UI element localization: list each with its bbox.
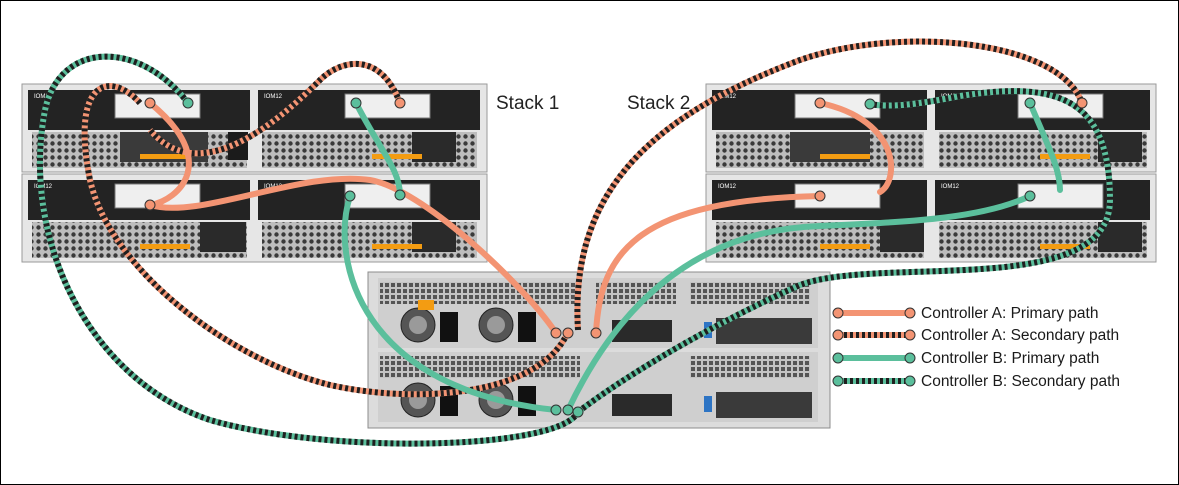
legend-label: Controller A: Primary path xyxy=(921,305,1098,322)
cable-controller-a-secondary xyxy=(81,38,1085,398)
legend-item-b-primary: Controller B: Primary path xyxy=(832,350,1099,367)
legend-item-a-secondary: Controller A: Secondary path xyxy=(832,327,1119,344)
iom-label: IOM12 xyxy=(941,184,960,190)
legend-item-b-secondary: Controller B: Secondary path xyxy=(832,373,1120,390)
legend: Controller A: Primary path Controller A:… xyxy=(832,305,1120,390)
iom-label: IOM12 xyxy=(718,94,737,100)
cable-controller-b-secondary xyxy=(36,53,1114,447)
legend-item-a-primary: Controller A: Primary path xyxy=(832,305,1098,322)
iom-label: IOM12 xyxy=(264,94,283,100)
legend-label: Controller B: Secondary path xyxy=(921,373,1120,390)
iom-label: IOM12 xyxy=(34,94,53,100)
stack1-shelf-bottom xyxy=(21,173,488,263)
cable-controller-a-primary xyxy=(147,100,895,336)
stack-1-label: Stack 1 xyxy=(496,93,559,114)
legend-label: Controller B: Primary path xyxy=(921,350,1099,367)
legend-label: Controller A: Secondary path xyxy=(921,327,1119,344)
stack2-shelf-top xyxy=(705,83,1157,173)
cable-controller-b-primary xyxy=(341,100,1063,413)
iom-label: IOM12 xyxy=(718,184,737,190)
stack-2-label: Stack 2 xyxy=(627,93,690,114)
cables xyxy=(36,38,1114,447)
storage-controller-chassis xyxy=(367,271,831,429)
